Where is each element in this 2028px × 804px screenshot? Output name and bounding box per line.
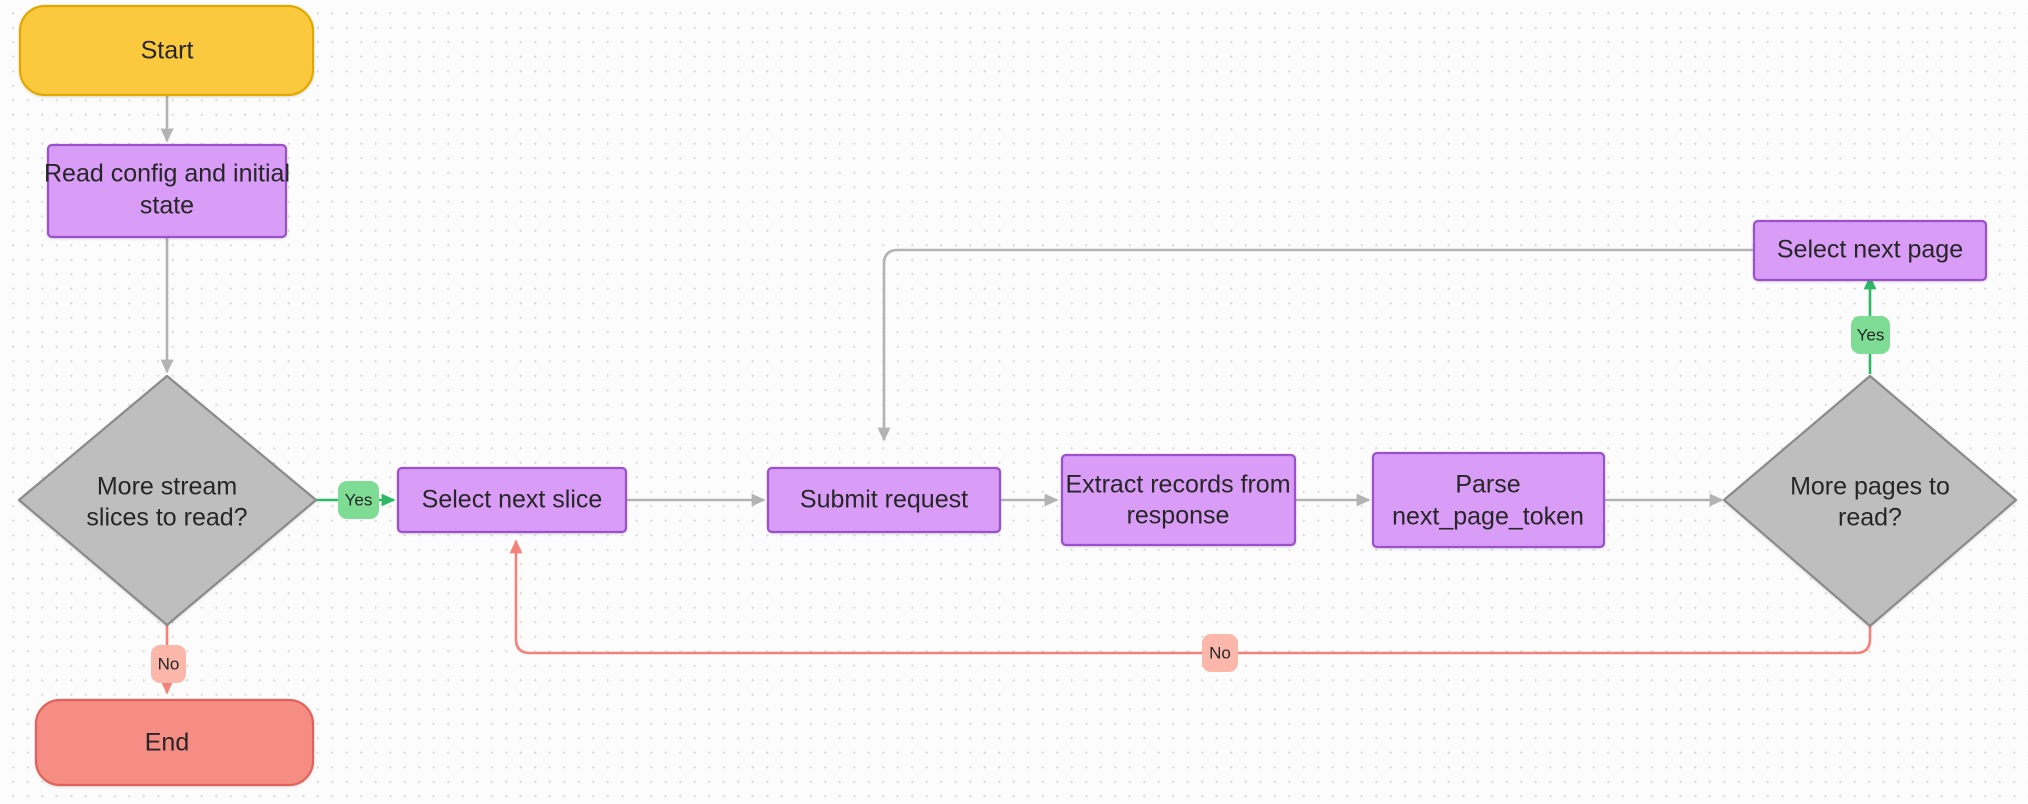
next-slice-label: Select next slice [422, 486, 603, 514]
no-bottom-badge-text: No [1209, 643, 1231, 662]
extract-label-line2: response [1127, 502, 1230, 530]
edge-next-page-loop-to-submit [877, 248, 1754, 442]
more-slices-shape[interactable] [17, 374, 318, 627]
read-config-label-line2: state [140, 192, 194, 220]
yes-right-badge-text: Yes [1857, 325, 1885, 344]
start-shape[interactable] [18, 4, 315, 97]
next-page-shape[interactable] [1752, 219, 1988, 282]
edge-more-pages-no-loop-to-next-slice [509, 539, 1872, 655]
read-config-label-line1: Read config and initial [44, 160, 290, 188]
node-start[interactable]: Start [18, 4, 315, 97]
yes-left-badge-bg [338, 481, 379, 519]
more-slices-label-line2: slices to read? [86, 504, 247, 532]
extract-label-line1: Extract records from [1065, 471, 1290, 499]
more-pages-shape[interactable] [1722, 374, 2018, 628]
more-slices-label-line1: More stream [97, 473, 237, 501]
parse-label-line2: next_page_token [1392, 503, 1584, 531]
edge-badge-yes-right: Yes [1851, 316, 1890, 354]
read-config-shape[interactable] [46, 143, 288, 239]
edge-badge-yes-left: Yes [338, 481, 379, 519]
parse-shape[interactable] [1371, 451, 1606, 549]
extract-shape[interactable] [1060, 453, 1297, 547]
end-label: End [145, 729, 189, 757]
next-page-label: Select next page [1777, 236, 1963, 264]
more-pages-label-line1: More pages to [1790, 473, 1950, 501]
node-parse-next-page-token[interactable]: Parse next_page_token [1371, 451, 1606, 549]
node-submit-request[interactable]: Submit request [766, 466, 1002, 534]
edge-badge-no-left: No [151, 645, 186, 683]
yes-left-badge-text: Yes [345, 490, 373, 509]
no-left-badge-bg [151, 645, 186, 683]
no-bottom-badge-bg [1202, 634, 1238, 672]
parse-label-line1: Parse [1455, 471, 1520, 499]
more-pages-label-line2: read? [1838, 504, 1902, 532]
node-more-stream-slices-decision[interactable]: More stream slices to read? [17, 374, 318, 627]
no-left-badge-text: No [158, 654, 180, 673]
submit-label: Submit request [800, 486, 968, 514]
node-more-pages-decision[interactable]: More pages to read? [1722, 374, 2018, 628]
end-shape[interactable] [34, 698, 315, 787]
node-extract-records[interactable]: Extract records from response [1060, 453, 1297, 547]
node-select-next-slice[interactable]: Select next slice [396, 466, 628, 534]
submit-shape[interactable] [766, 466, 1002, 534]
yes-right-badge-bg [1851, 316, 1890, 354]
node-read-config[interactable]: Read config and initial state [44, 143, 290, 239]
node-select-next-page[interactable]: Select next page [1752, 219, 1988, 282]
edge-badge-no-bottom: No [1202, 634, 1238, 672]
node-end[interactable]: End [34, 698, 315, 787]
start-label: Start [141, 37, 194, 65]
next-slice-shape[interactable] [396, 466, 628, 534]
